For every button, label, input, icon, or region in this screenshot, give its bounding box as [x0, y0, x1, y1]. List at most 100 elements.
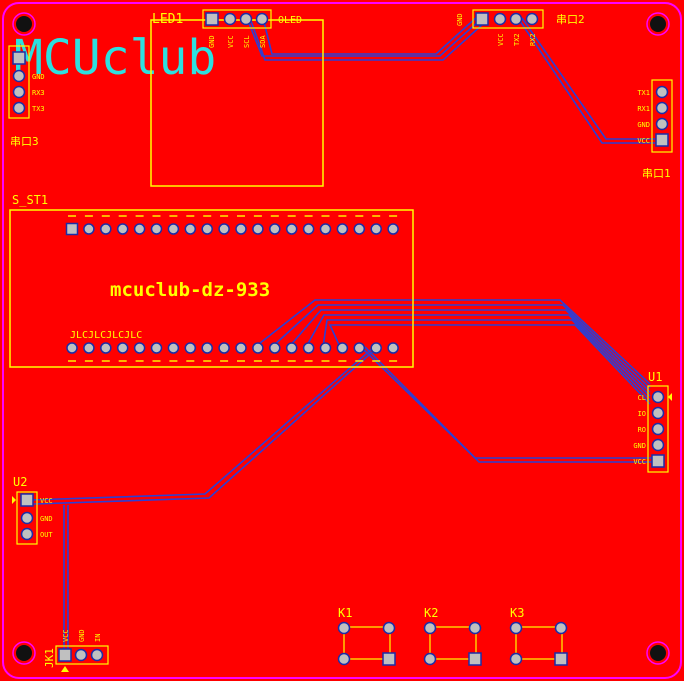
sst1-top-pad-17 [336, 223, 349, 235]
u1-pin-4: GND [633, 442, 646, 450]
port1-pin-4: VCC [637, 137, 650, 145]
sst1-top-silk-mark-17 [338, 215, 347, 217]
sst1-top-pad-7 [167, 223, 180, 235]
sst1-top-silk-mark-5 [135, 215, 144, 217]
led1-pin-2: VCC [227, 35, 235, 48]
sst1-bottom-silk-mark-11 [237, 360, 245, 362]
k2-ref: K2 [424, 606, 438, 620]
sst1-top-silk-mark-20 [389, 215, 398, 217]
sst1-top-silk-mark-11 [237, 215, 245, 217]
sst1-bottom-pad-8 [184, 342, 197, 354]
sst1-bottom-silk-mark-3 [101, 360, 110, 362]
sst1-bottom-silk-mark-19 [372, 360, 381, 362]
sst1-bottom-silk-mark-5 [135, 360, 144, 362]
sst1-bottom-silk-mark-2 [84, 360, 93, 362]
k1-ref: K1 [338, 606, 352, 620]
sst1-top-pad-9 [201, 223, 213, 235]
led1-name: OLED [278, 15, 302, 26]
sst1-top-silk-mark-4 [118, 215, 127, 217]
u1-connector: U1 CL IO RO GND VCC [633, 370, 672, 473]
jk1-pin-3: IN [94, 634, 102, 642]
sst1-top-pad-4 [116, 223, 129, 235]
port3-pin-3: TX3 [32, 105, 45, 113]
sst1-top-silk-mark-12 [253, 215, 262, 217]
sst1-top-pad-3 [100, 223, 112, 235]
sst1-bottom-pad-6 [150, 342, 163, 354]
sst1-bottom-pad-12 [252, 342, 264, 354]
board-label: mcuclub-dz-933 [110, 279, 270, 301]
sst1-bottom-pad-16 [319, 342, 332, 354]
port2-pin-3: TX2 [513, 33, 521, 46]
sst1-top-silk-mark-16 [321, 215, 330, 217]
sst1-top-silk-mark-3 [101, 215, 110, 217]
sst1-bottom-silk-mark-12 [253, 360, 262, 362]
sst1-bottom-silk-mark-14 [287, 360, 296, 362]
sst1-bottom-silk-mark-15 [304, 360, 313, 362]
logo-text: MCUclub [14, 30, 216, 86]
sst1-top-silk-mark-19 [372, 215, 381, 217]
sst1-bottom-pad-9 [201, 342, 213, 354]
sst1-top-pad-18 [353, 223, 366, 235]
jk1-pin-1: VCC [62, 629, 70, 642]
jk1-pin-2: GND [78, 629, 86, 642]
led1-pin-4: SDA [259, 35, 267, 48]
copper-pour [3, 3, 681, 678]
sst1-top-pad-20 [387, 223, 399, 235]
sst1-bottom-pad-14 [285, 342, 298, 354]
sst1-bottom-silk-mark-10 [220, 360, 229, 362]
sst1-bottom-pad-15 [302, 342, 315, 354]
sst1-top-pad-15 [302, 223, 315, 235]
sst1-bottom-pad-2 [83, 342, 95, 354]
sst1-bottom-silk-mark-17 [338, 360, 347, 362]
port2-pin-4: RX2 [529, 33, 537, 46]
sst1-top-silk-mark-7 [169, 215, 178, 217]
sst1-bottom-pad-20 [387, 342, 399, 354]
port1-pin-2: RX1 [637, 105, 650, 113]
port1-pin-3: GND [637, 121, 650, 129]
sst1-bottom-pad-11 [235, 342, 247, 354]
sst1-top-silk-mark-8 [186, 215, 195, 217]
sst1-top-silk-mark-14 [287, 215, 296, 217]
sst1-top-pad-12 [252, 223, 264, 235]
u2-pin-3: OUT [40, 531, 53, 539]
sst1-bottom-silk-mark-9 [203, 360, 212, 362]
sst1-top-pad-10 [218, 223, 230, 235]
sst1-bottom-pad-13 [269, 342, 281, 354]
u2-ref: U2 [13, 475, 27, 489]
chip-marking: JLCJLCJLCJLC [70, 330, 142, 341]
port3-header: GND RX3 TX3 串口3 [8, 45, 45, 148]
sst1-top-pad-5 [133, 223, 146, 235]
sst1-bottom-pad-4 [116, 342, 129, 354]
sst1-bottom-silk-mark-4 [118, 360, 127, 362]
sst1-top-silk-mark-18 [355, 215, 364, 217]
sst1-bottom-silk-mark-8 [186, 360, 195, 362]
sst1-bottom-silk-mark-20 [389, 360, 398, 362]
u1-pin-5: VCC [633, 458, 646, 466]
sst1-top-pad-2 [83, 223, 95, 235]
led1-pin-1: GND [208, 35, 216, 48]
mounting-holes [12, 12, 670, 665]
sst1-top-silk-mark-9 [203, 215, 212, 217]
sst1-bottom-silk-mark-16 [321, 360, 330, 362]
sst1-bottom-pad-19 [370, 342, 382, 354]
sst1-bottom-pad-3 [100, 342, 112, 354]
port3-pin-2: RX3 [32, 89, 45, 97]
port2-header: 串口2 GND VCC TX2 RX2 [456, 9, 585, 46]
led1-pads [205, 12, 269, 26]
button-k2: K2 [423, 606, 482, 666]
sst1-top-silk-mark-2 [84, 215, 93, 217]
sst1-bottom-pad-1 [66, 342, 78, 354]
sst1-top-pad-13 [269, 223, 281, 235]
sst1-top-pad-11 [235, 223, 247, 235]
port2-pin-1: GND [456, 13, 464, 26]
sst1-module: S_ST1 mcuclub-dz-933 JLCJLCJLCJLC [9, 193, 414, 368]
port1-ref: 串口1 [642, 167, 671, 180]
sst1-top-pad-8 [184, 223, 197, 235]
sst1-top-silk-mark-13 [270, 215, 279, 217]
sst1-top-silk-mark-1 [68, 215, 76, 217]
sst1-top-silk-mark-10 [220, 215, 229, 217]
sst1-bottom-silk-mark-1 [68, 360, 76, 362]
sst1-ref: S_ST1 [12, 193, 48, 207]
sst1-top-pad-16 [319, 223, 332, 235]
